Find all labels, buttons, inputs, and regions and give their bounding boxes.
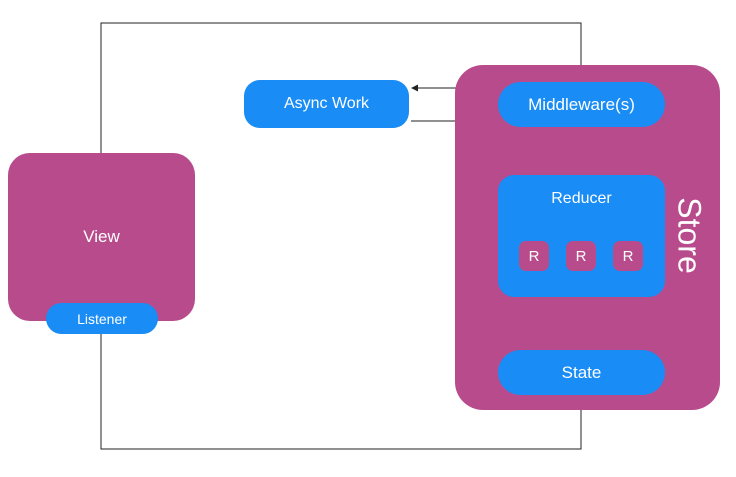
async-work-label: Async Work xyxy=(283,95,370,112)
reducer-item-label: R xyxy=(575,247,587,265)
store-label: Store xyxy=(671,196,708,274)
listener-node: Listener xyxy=(46,303,158,334)
middleware-label: Middleware(s) xyxy=(528,94,635,114)
view-node: View xyxy=(8,153,195,321)
state-node: State xyxy=(498,350,665,395)
listener-label: Listener xyxy=(77,310,127,327)
async-work-node: Async Work xyxy=(244,80,409,128)
state-label: State xyxy=(561,362,602,382)
reducer-node xyxy=(498,175,665,297)
view-to-middleware-line xyxy=(100,22,585,153)
state-to-listener-line xyxy=(100,334,582,450)
view-label: View xyxy=(83,227,120,246)
reducer-item: R xyxy=(566,241,596,271)
reducer-item: R xyxy=(519,241,549,271)
reducer-item-label: R xyxy=(528,247,540,265)
reducer-item-label: R xyxy=(622,247,634,265)
reducer-label: Reducer xyxy=(551,190,612,207)
store-label-wrap: Store xyxy=(664,170,714,300)
middleware-node: Middleware(s) xyxy=(498,82,665,127)
reducer-item: R xyxy=(613,241,643,271)
